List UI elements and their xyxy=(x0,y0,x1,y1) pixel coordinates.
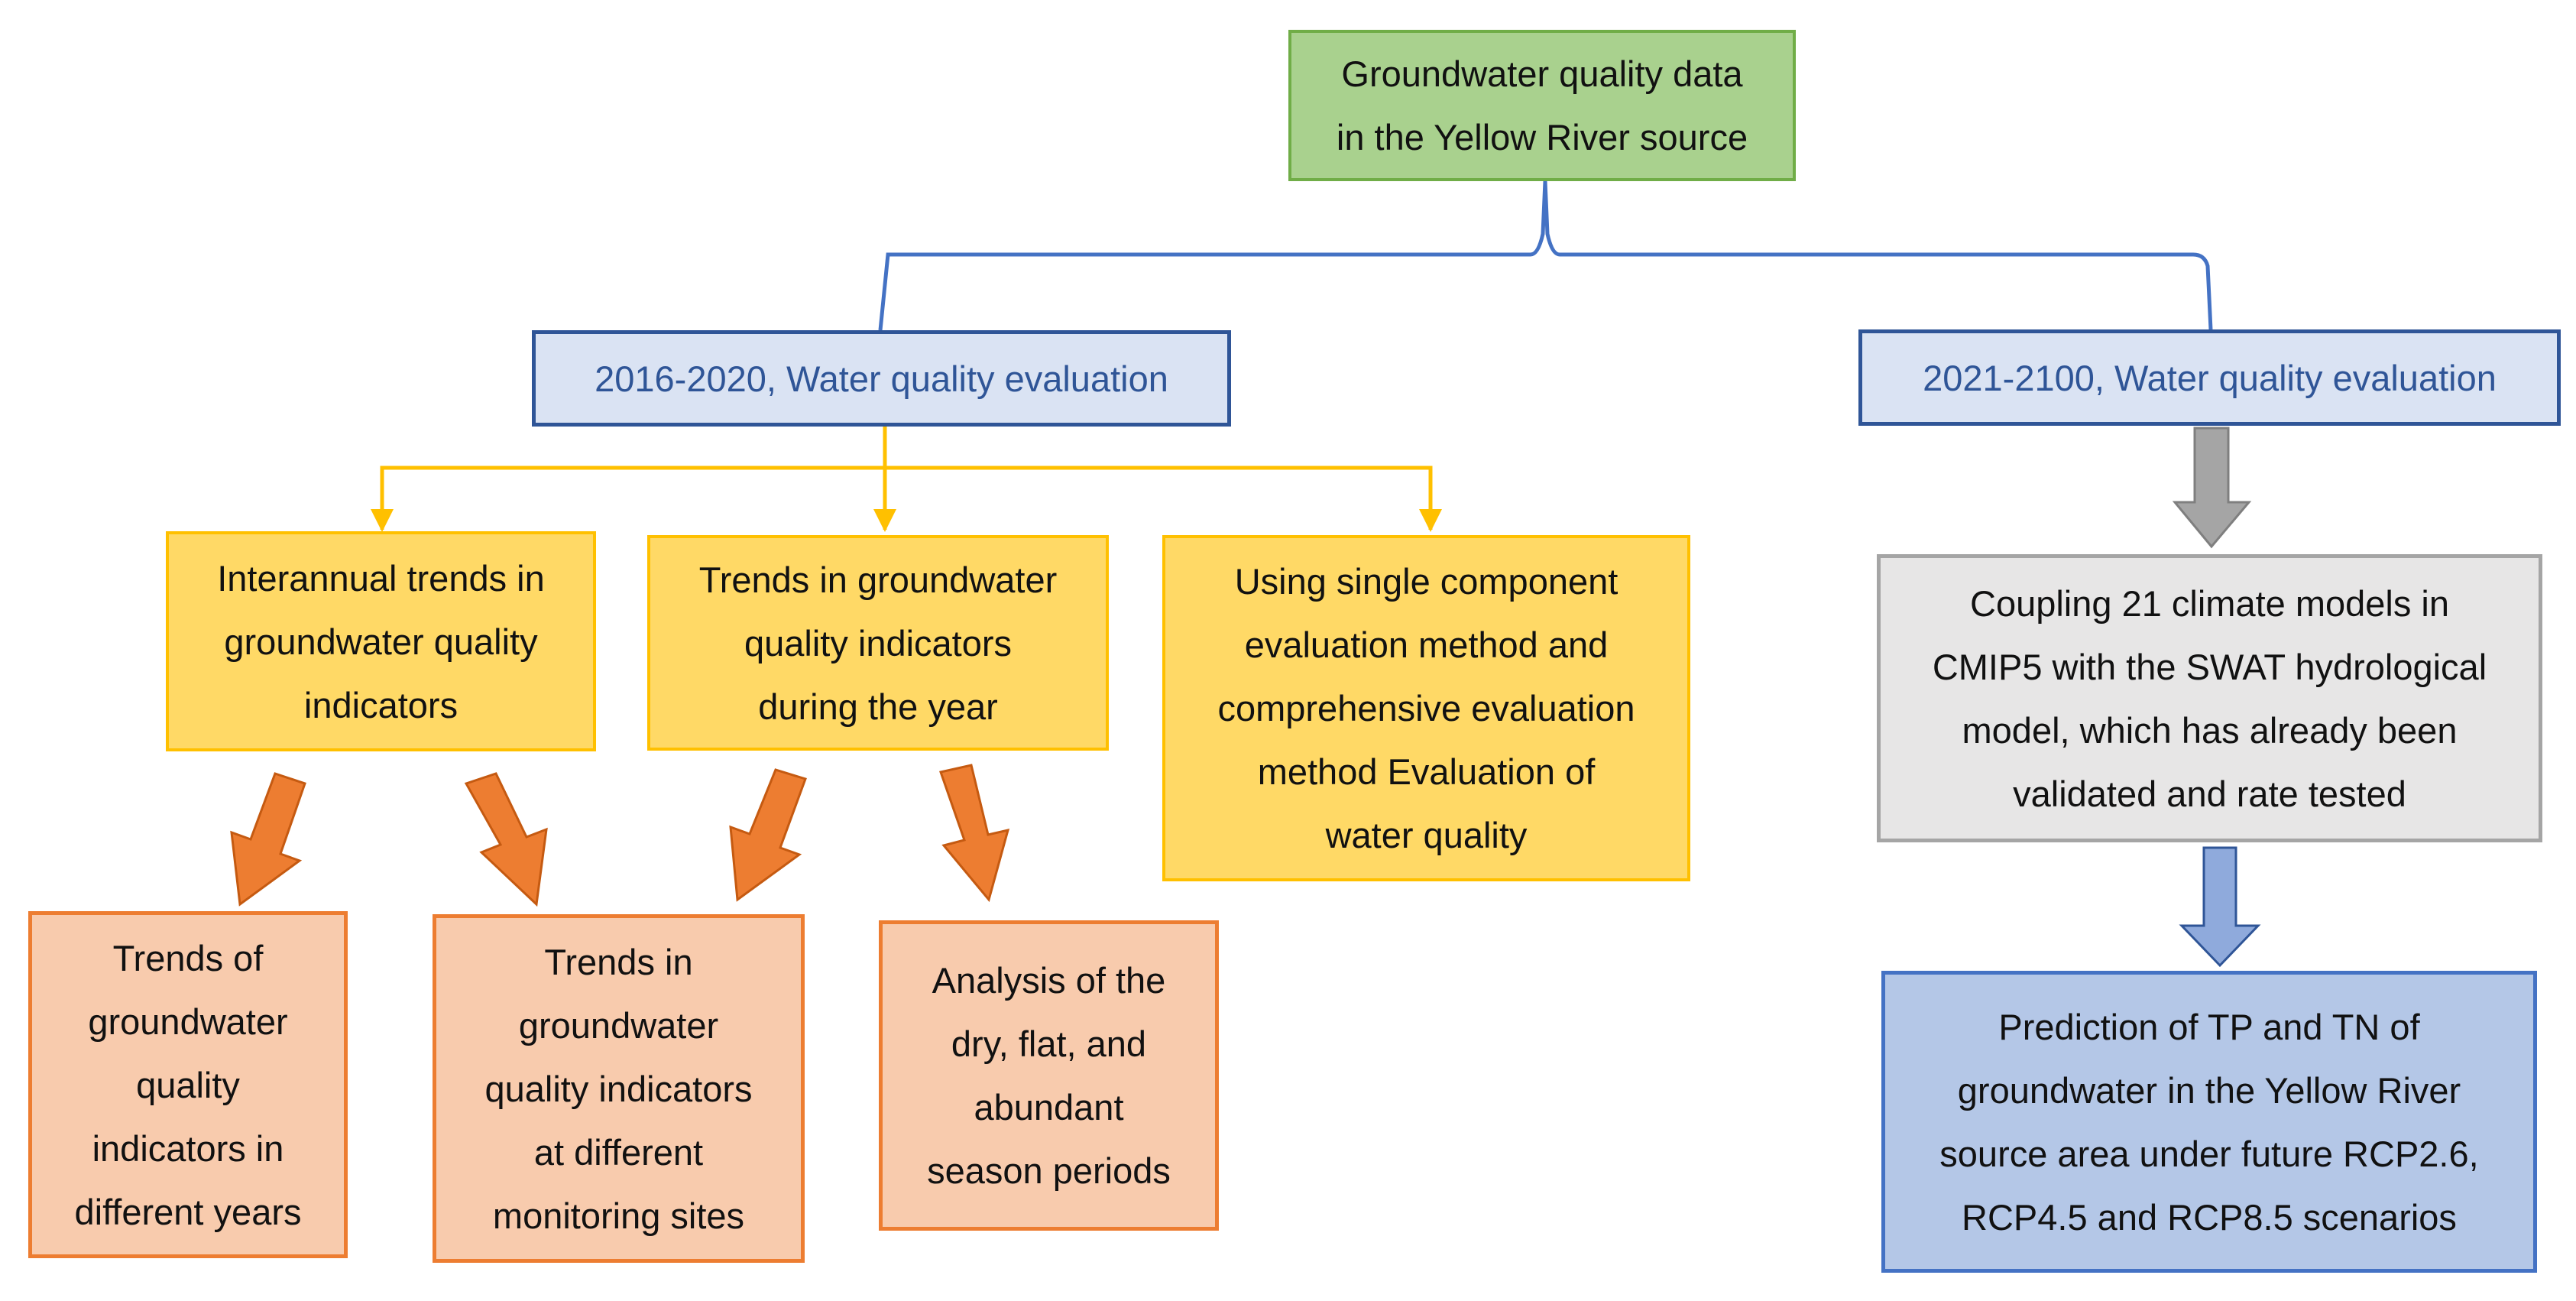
grey-down-arrow xyxy=(2172,427,2252,549)
season-periods-node: Analysis of the dry, flat, and abundant … xyxy=(879,920,1219,1231)
root-node-line-2: in the Yellow River source xyxy=(1336,117,1748,157)
monitoring-sites-line-5: monitoring sites xyxy=(492,1195,745,1236)
monitoring-sites-line-4: at different xyxy=(533,1131,704,1173)
interannual-line-3: indicators xyxy=(303,684,458,725)
period-2021-2100-node: 2021-2100, Water quality evaluation xyxy=(1858,329,2561,426)
period-2016-2020-node: 2016-2020, Water quality evaluation xyxy=(532,330,1231,427)
season-periods-line-2: dry, flat, and xyxy=(951,1024,1147,1064)
monitoring-sites-line-2: groundwater xyxy=(518,1004,719,1046)
intra-year-line-2: quality indicators xyxy=(744,622,1013,663)
yellow-branch-connector xyxy=(371,426,1442,532)
interannual-trends-node: Interannual trends in groundwater qualit… xyxy=(166,531,596,751)
season-periods-line-3: abundant xyxy=(974,1087,1124,1127)
prediction-node: Prediction of TP and TN of groundwater i… xyxy=(1881,971,2537,1273)
blue-down-arrow xyxy=(2179,846,2261,968)
evaluation-method-node: Using single component evaluation method… xyxy=(1162,535,1690,881)
different-years-line-4: indicators in xyxy=(92,1127,284,1169)
evaluation-method-line-2: evaluation method and xyxy=(1244,625,1609,665)
coupling-line-2: CMIP5 with the SWAT hydrological xyxy=(1932,646,2487,687)
orange-arrow-1 xyxy=(230,772,306,907)
different-years-line-5: different years xyxy=(74,1191,302,1232)
prediction-line-1: Prediction of TP and TN of xyxy=(1998,1006,2420,1047)
different-years-node: Trends of groundwater quality indicators… xyxy=(28,911,348,1258)
evaluation-method-line-4: method Evaluation of xyxy=(1257,751,1596,792)
different-years-line-3: quality xyxy=(136,1064,240,1105)
interannual-line-2: groundwater quality xyxy=(224,621,538,662)
prediction-line-3: source area under future RCP2.6, xyxy=(1939,1133,2479,1174)
intra-year-trends-node: Trends in groundwater quality indicators… xyxy=(647,535,1109,751)
root-node: Groundwater quality data in the Yellow R… xyxy=(1288,30,1796,181)
season-periods-line-4: season periods xyxy=(927,1150,1171,1191)
root-node-line-1: Groundwater quality data xyxy=(1341,54,1743,94)
different-years-line-1: Trends of xyxy=(112,937,264,978)
evaluation-method-line-5: water quality xyxy=(1325,815,1528,855)
season-periods-line-1: Analysis of the xyxy=(932,960,1166,1001)
coupling-models-node: Coupling 21 climate models in CMIP5 with… xyxy=(1877,554,2542,842)
orange-arrow-4 xyxy=(939,764,1010,903)
different-years-line-2: groundwater xyxy=(88,1001,288,1042)
root-brace-connector xyxy=(878,180,2213,331)
intra-year-line-3: during the year xyxy=(758,686,998,727)
coupling-line-1: Coupling 21 climate models in xyxy=(1970,582,2449,624)
evaluation-method-line-1: Using single component xyxy=(1234,561,1619,602)
prediction-line-2: groundwater in the Yellow River xyxy=(1957,1069,2461,1111)
prediction-line-4: RCP4.5 and RCP8.5 scenarios xyxy=(1962,1196,2457,1238)
orange-arrow-2 xyxy=(464,772,548,907)
period-2021-2100-label: 2021-2100, Water quality evaluation xyxy=(1923,357,2497,398)
evaluation-method-line-3: comprehensive evaluation xyxy=(1217,688,1635,728)
coupling-line-4: validated and rate tested xyxy=(2013,773,2406,814)
intra-year-line-1: Trends in groundwater xyxy=(698,559,1058,600)
monitoring-sites-line-1: Trends in xyxy=(544,941,693,982)
coupling-line-3: model, which has already been xyxy=(1962,709,2458,751)
period-2016-2020-label: 2016-2020, Water quality evaluation xyxy=(595,358,1168,399)
monitoring-sites-node: Trends in groundwater quality indicators… xyxy=(433,914,805,1263)
interannual-line-1: Interannual trends in xyxy=(217,557,545,599)
orange-arrow-3 xyxy=(729,768,807,902)
monitoring-sites-line-3: quality indicators xyxy=(484,1068,753,1109)
